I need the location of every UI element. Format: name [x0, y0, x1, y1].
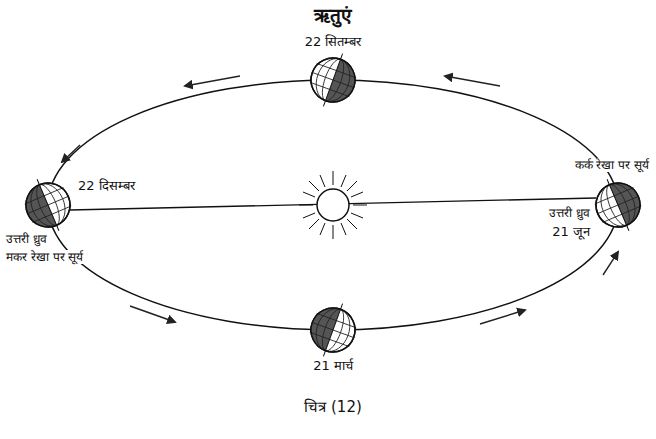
earth-left	[17, 171, 79, 240]
date-label: मकर रेखा पर सूर्य	[4, 250, 85, 264]
date-label: कर्क रेखा पर सूर्य	[573, 158, 651, 172]
date-label: 21 जून	[550, 224, 592, 240]
date-label: 22 सितम्बर	[303, 34, 364, 50]
date-label: 22 दिसम्बर	[76, 178, 137, 194]
orbit-arrows	[62, 76, 618, 324]
orbit	[48, 80, 618, 330]
earth-bottom	[303, 296, 363, 364]
date-label: उत्तरी ध्रुव	[4, 232, 49, 246]
sun	[299, 171, 367, 239]
date-label: उत्तरी ध्रुव	[547, 206, 592, 220]
figure-caption: चित्र (12)	[302, 398, 364, 416]
earth-top	[303, 46, 363, 114]
date-label: 21 मार्च	[311, 358, 355, 374]
diagram-title: ऋतुएं	[312, 4, 354, 27]
earth-right	[587, 171, 649, 240]
